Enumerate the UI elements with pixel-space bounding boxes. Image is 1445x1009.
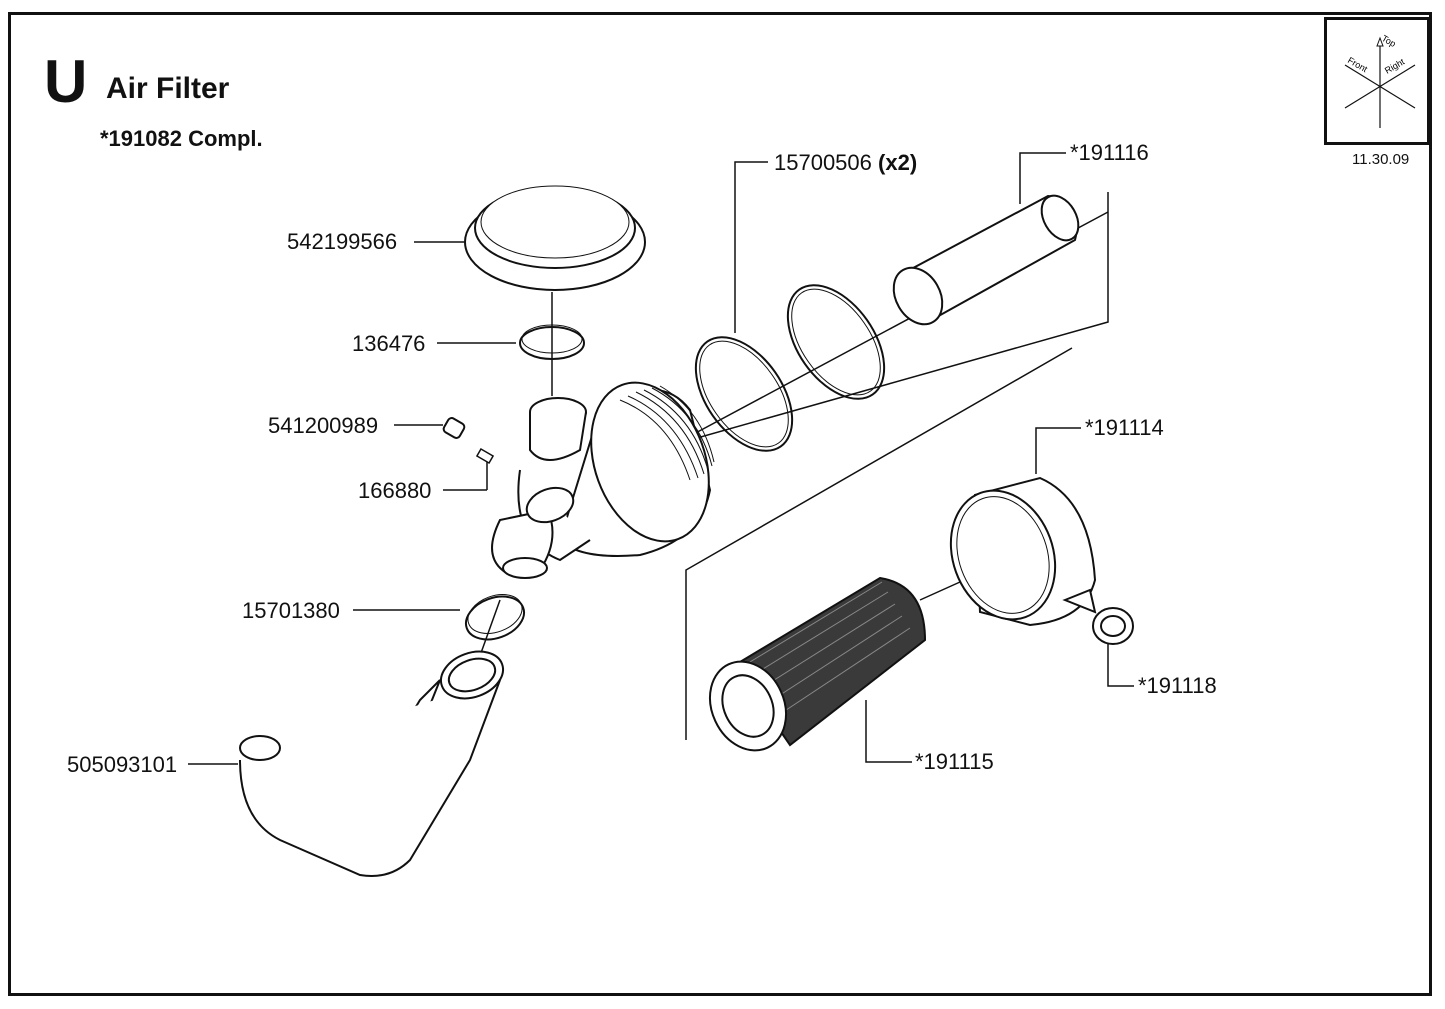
- safety-element-part: [892, 194, 1080, 326]
- part-label-15700506: 15700506 (x2): [774, 151, 917, 175]
- filter-housing-part: [491, 381, 712, 579]
- orientation-axes-icon: Top Front Right: [1344, 33, 1416, 128]
- part-label-15701380: 15701380: [242, 598, 340, 623]
- part-label-191114: *191114: [1085, 415, 1164, 440]
- part-label-191115: *191115: [915, 749, 994, 774]
- dust-cover-part: [949, 476, 1097, 627]
- dust-valve-part: [1092, 607, 1134, 645]
- intake-hose-part: [239, 650, 504, 877]
- part-label-542199566: 542199566: [287, 229, 398, 254]
- part-label-541200989: 541200989: [268, 413, 379, 438]
- primary-element-part: [709, 576, 927, 752]
- vacuator-valve-part: [442, 417, 466, 439]
- part-number: 15700506: [774, 150, 872, 175]
- assembly-number: *191082 Compl.: [100, 126, 263, 151]
- orientation-indicator: Top Front Right: [1324, 17, 1430, 145]
- housing-clamps-part: [694, 284, 886, 452]
- page-title: Air Filter: [106, 72, 230, 105]
- cover-cap-part: [464, 185, 646, 291]
- section-letter: U: [44, 48, 88, 115]
- part-quantity: (x2): [878, 150, 918, 175]
- cover-clamp-part: [519, 324, 585, 360]
- page-frame: [8, 12, 1432, 996]
- fitting-part: [475, 448, 495, 464]
- revision-date: 11.30.09: [1352, 151, 1410, 168]
- part-label-166880: 166880: [358, 478, 432, 503]
- part-label-191118: *191118: [1138, 673, 1217, 698]
- part-label-505093101: 505093101: [67, 752, 178, 777]
- part-label-136476: 136476: [352, 331, 426, 356]
- hose-clamp-part: [464, 594, 526, 641]
- part-label-191116: *191116: [1070, 140, 1149, 165]
